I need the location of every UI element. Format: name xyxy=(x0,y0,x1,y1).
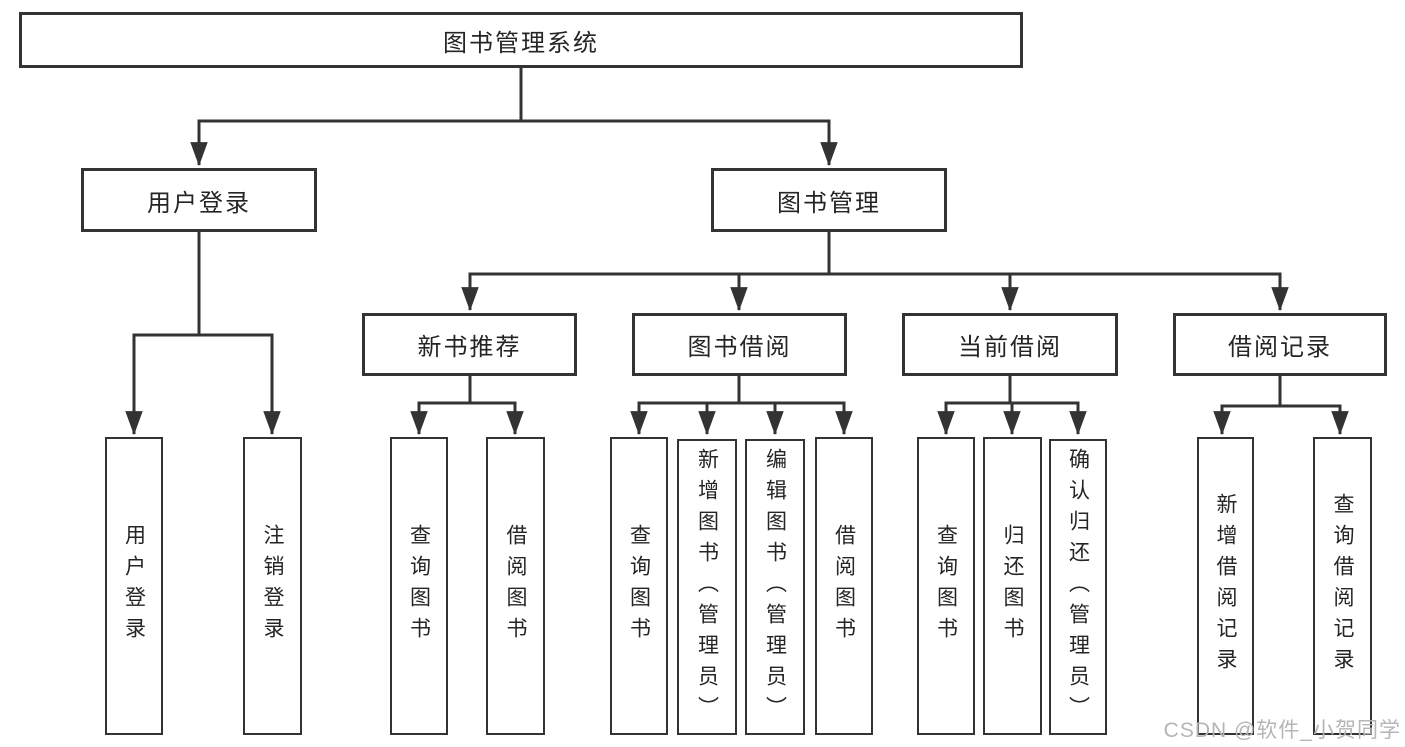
node-leaf-add-books-admin: 新增图书（管理员） xyxy=(677,439,737,735)
node-leaf-return-books: 归还图书 xyxy=(983,437,1042,735)
node-leaf-query-borrow-record-label: 查询借阅记录 xyxy=(1331,493,1354,679)
node-book-borrowing-label: 图书借阅 xyxy=(687,334,792,361)
node-book-management: 图书管理 xyxy=(711,168,947,232)
node-current-borrowing: 当前借阅 xyxy=(902,313,1118,376)
node-user-login: 用户登录 xyxy=(81,168,317,232)
node-new-book-recommend-label: 新书推荐 xyxy=(417,334,522,361)
node-leaf-add-borrow-record-label: 新增借阅记录 xyxy=(1214,493,1237,679)
node-borrowing-records-label: 借阅记录 xyxy=(1228,334,1332,361)
node-leaf-query-books-recommend: 查询图书 xyxy=(390,437,448,735)
node-leaf-borrow-books-borrowing: 借阅图书 xyxy=(815,437,873,735)
node-leaf-borrow-books-recommend: 借阅图书 xyxy=(486,437,545,735)
node-leaf-add-books-admin-label: 新增图书（管理员） xyxy=(695,447,719,727)
node-user-login-label: 用户登录 xyxy=(147,189,251,217)
node-leaf-query-books-current: 查询图书 xyxy=(917,437,975,735)
node-leaf-user-login-label: 用户登录 xyxy=(122,524,146,648)
node-leaf-query-books-borrowing-label: 查询图书 xyxy=(627,524,651,648)
node-leaf-query-books-recommend-label: 查询图书 xyxy=(407,524,431,648)
node-leaf-logout: 注销登录 xyxy=(243,437,302,735)
node-new-book-recommend: 新书推荐 xyxy=(362,313,577,376)
node-borrowing-records: 借阅记录 xyxy=(1173,313,1387,376)
node-leaf-return-books-label: 归还图书 xyxy=(1001,524,1024,648)
node-leaf-logout-label: 注销登录 xyxy=(261,524,284,648)
node-book-borrowing: 图书借阅 xyxy=(632,313,847,376)
node-leaf-confirm-return-admin: 确认归还（管理员） xyxy=(1049,439,1107,735)
node-root-system: 图书管理系统 xyxy=(19,12,1023,68)
node-leaf-query-books-current-label: 查询图书 xyxy=(934,524,958,648)
csdn-watermark: CSDN @软件_小贺同学 xyxy=(1163,719,1401,742)
node-leaf-user-login: 用户登录 xyxy=(105,437,163,735)
node-leaf-confirm-return-admin-label: 确认归还（管理员） xyxy=(1066,447,1090,727)
node-leaf-add-borrow-record: 新增借阅记录 xyxy=(1197,437,1254,735)
node-leaf-query-books-borrowing: 查询图书 xyxy=(610,437,668,735)
node-root-system-label: 图书管理系统 xyxy=(443,29,599,57)
node-leaf-query-borrow-record: 查询借阅记录 xyxy=(1313,437,1372,735)
node-book-management-label: 图书管理 xyxy=(777,189,881,217)
node-current-borrowing-label: 当前借阅 xyxy=(958,334,1062,361)
node-leaf-edit-books-admin-label: 编辑图书（管理员） xyxy=(763,447,787,727)
node-leaf-borrow-books-recommend-label: 借阅图书 xyxy=(504,524,527,648)
node-leaf-edit-books-admin: 编辑图书（管理员） xyxy=(745,439,805,735)
node-leaf-borrow-books-borrowing-label: 借阅图书 xyxy=(832,524,856,648)
